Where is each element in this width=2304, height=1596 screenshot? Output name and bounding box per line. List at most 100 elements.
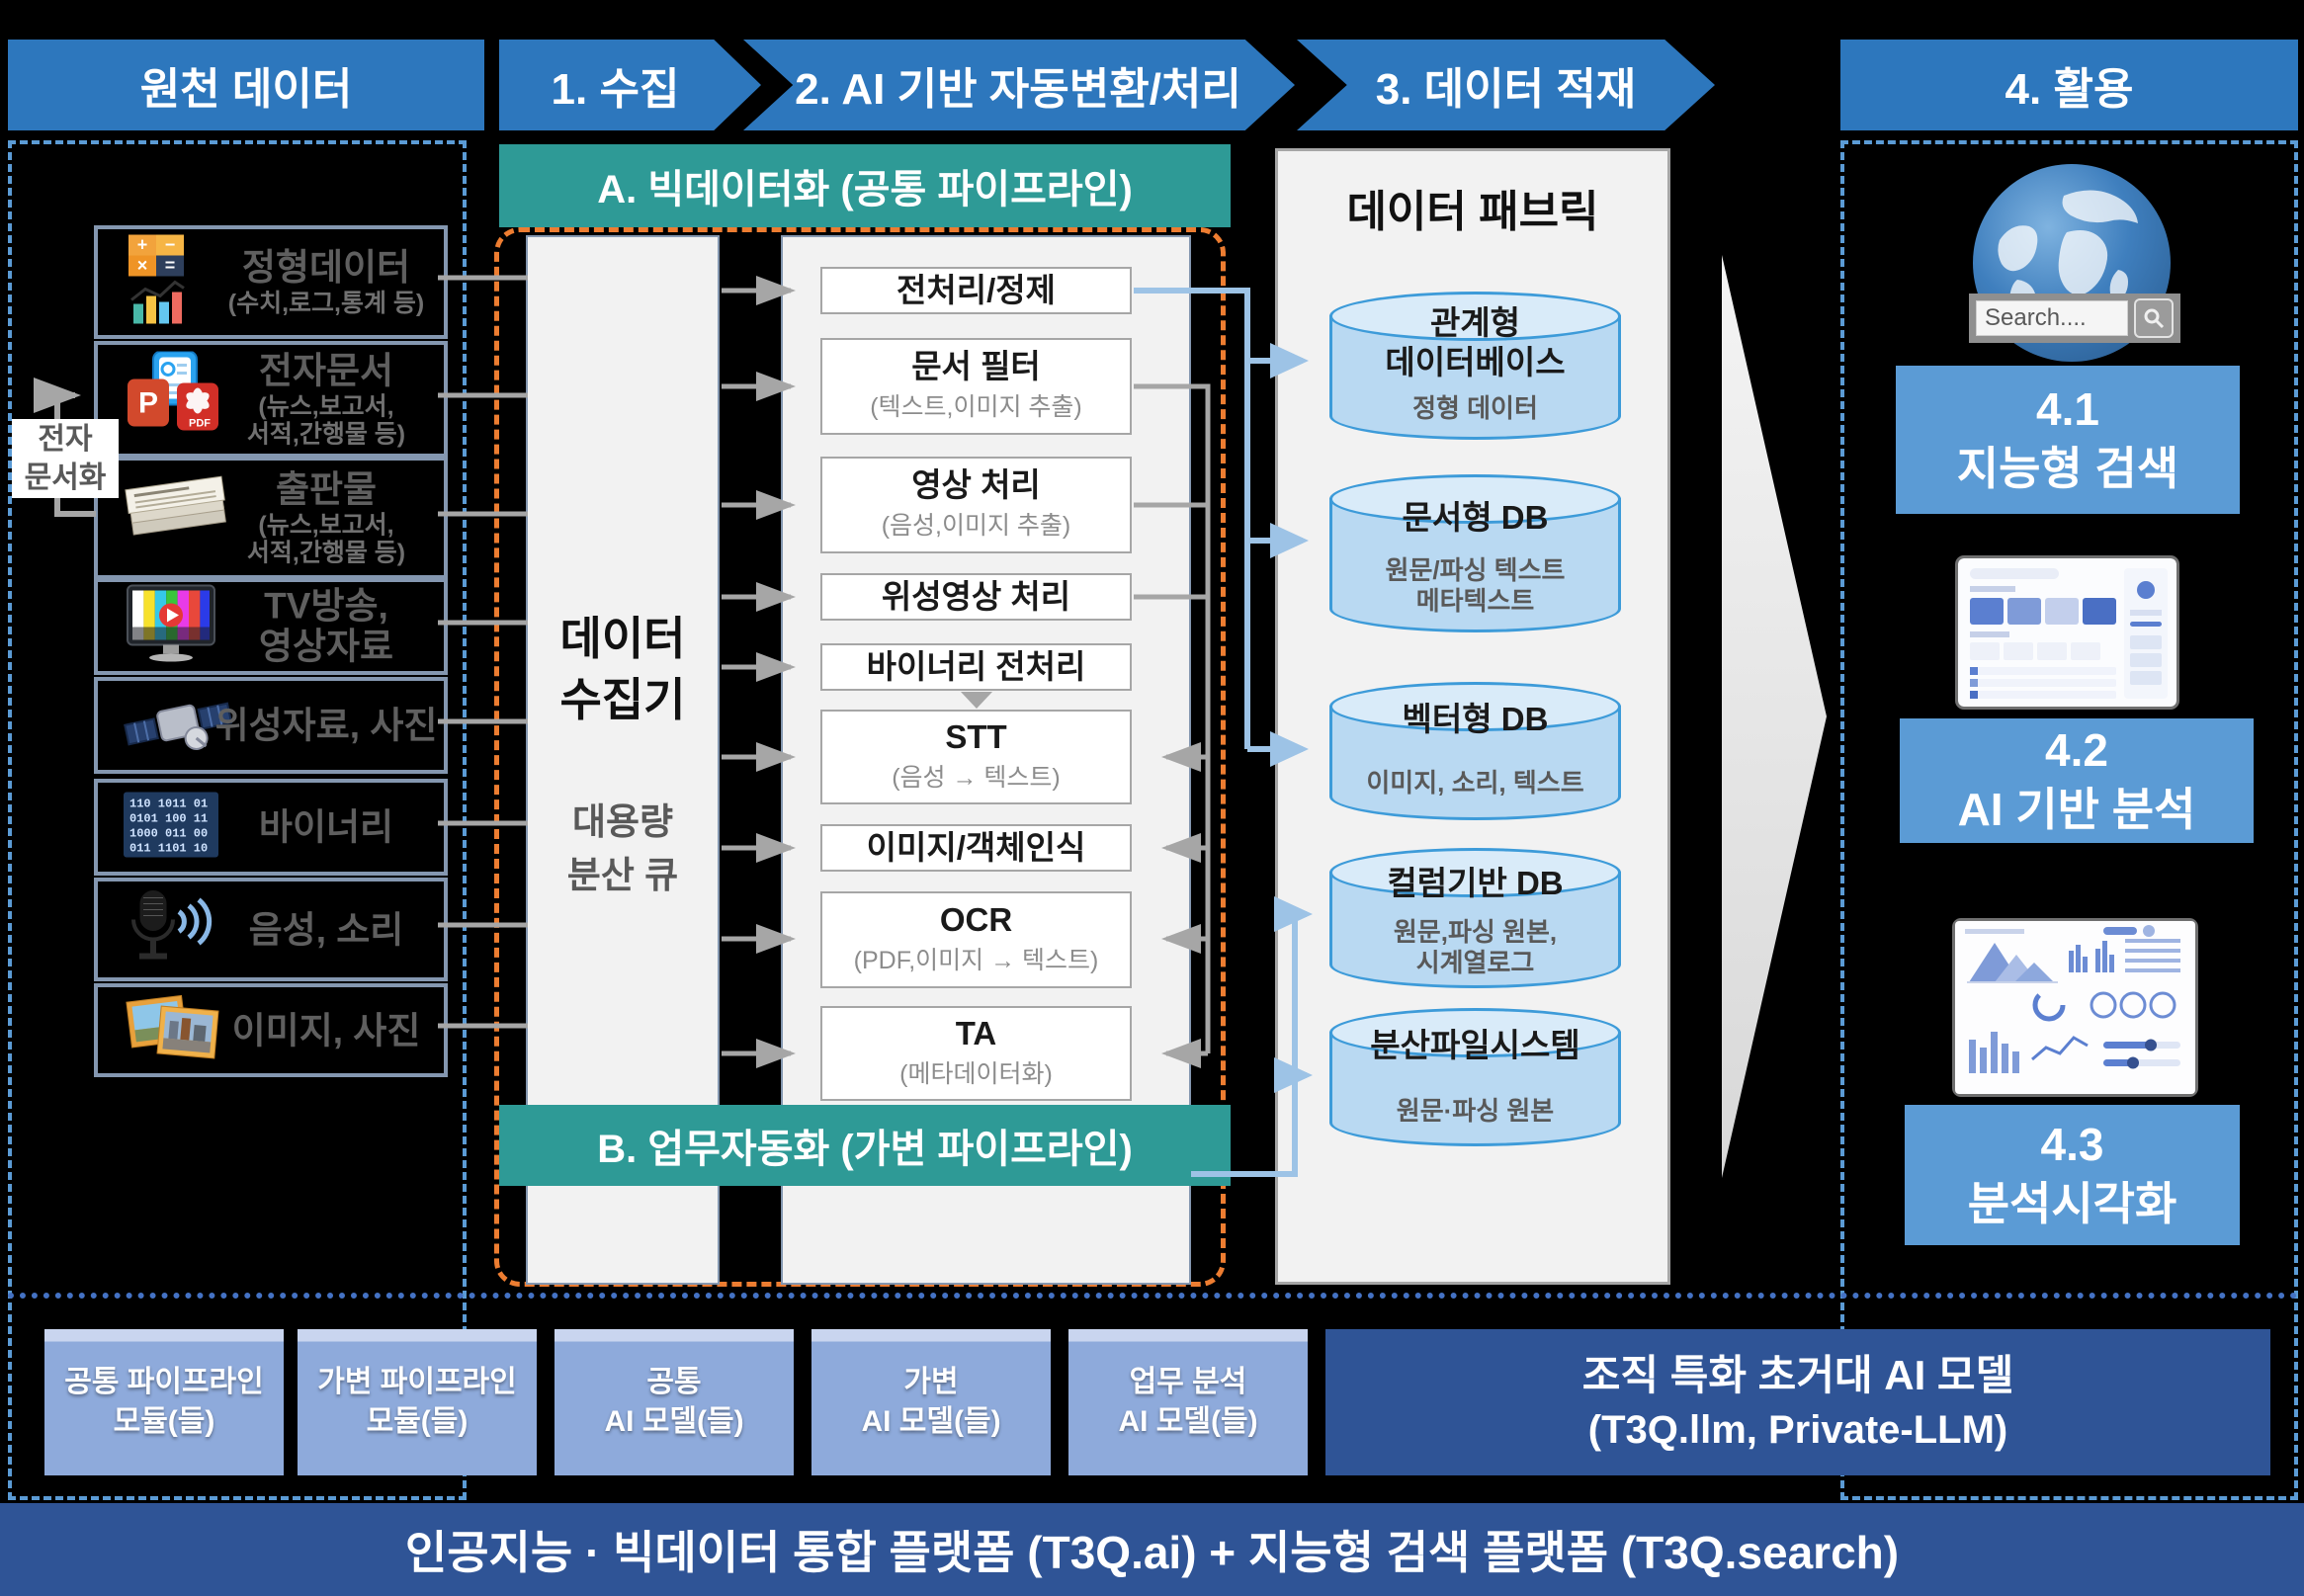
llm-model-box: 조직 특화 초거대 AI 모델 (T3Q.llm, Private-LLM) bbox=[1325, 1329, 2270, 1475]
svg-text:110 1011 01: 110 1011 01 bbox=[129, 798, 208, 811]
pipeline-step-ocr: OCR (PDF,이미지 → 텍스트) bbox=[820, 891, 1132, 988]
store-subtitle: 정형 데이터 bbox=[1412, 392, 1538, 423]
source-title: TV방송, 영상자료 bbox=[258, 585, 394, 667]
search-icon[interactable] bbox=[2134, 298, 2174, 338]
source-title: 바이너리 bbox=[258, 806, 394, 848]
cylinder-top bbox=[1329, 474, 1621, 524]
pipeline-step-subtitle: (텍스트,이미지 추출) bbox=[870, 392, 1082, 421]
source-box-satellite: 위성자료, 사진 bbox=[94, 677, 448, 774]
pipeline-step-stt: STT (음성 → 텍스트) bbox=[820, 710, 1132, 804]
search-input[interactable]: Search.... bbox=[1976, 300, 2128, 336]
svg-text:=: = bbox=[165, 255, 176, 275]
source-title: 음성, 소리 bbox=[248, 908, 404, 950]
source-box-text: 출판물 (뉴스,보고서, 서적,간행물 등) bbox=[214, 468, 438, 566]
file-manager-screenshot bbox=[1958, 558, 2176, 707]
source-box-structured-data: + − × = 정형데이터 (수치,로그,통계 등) bbox=[94, 225, 448, 339]
pipeline-step-title: 위성영상 처리 bbox=[881, 577, 1071, 615]
banner-a-label: A. 빅데이터화 (공통 파이프라인) bbox=[597, 168, 1133, 211]
usage-card-label: 지능형 검색 bbox=[1956, 443, 2179, 494]
pipeline-step-title: 영상 처리 bbox=[911, 466, 1041, 504]
store-title: 벡터형 DB bbox=[1402, 701, 1549, 737]
newspaper-icon bbox=[124, 473, 234, 563]
store-columnar-db: 컬럼기반 DB 원문,파싱 원본, 시계열로그 bbox=[1329, 848, 1621, 988]
source-title: 이미지, 사진 bbox=[231, 1009, 421, 1050]
pipeline-step-title: 이미지/객체인식 bbox=[866, 828, 1086, 866]
platform-bar: 인공지능 · 빅데이터 통합 플랫폼 (T3Q.ai) + 지능형 검색 플랫폼… bbox=[0, 1503, 2304, 1596]
source-box-text: 이미지, 사진 bbox=[214, 1010, 438, 1050]
header-source-data: 원천 데이터 bbox=[8, 40, 484, 130]
store-subtitle: 원문/파싱 텍스트 메타텍스트 bbox=[1385, 554, 1566, 616]
source-title: 출판물 bbox=[275, 468, 378, 510]
data-collector-title: 데이터 수집기 bbox=[559, 613, 686, 726]
pipeline-step-subtitle: (음성,이미지 추출) bbox=[881, 511, 1071, 540]
usage-card-visualization: 4.3 분석시각화 bbox=[1905, 1105, 2240, 1245]
photo-stack-icon bbox=[124, 990, 222, 1070]
cylinder-top bbox=[1329, 848, 1621, 897]
digitization-label: 전자 문서화 bbox=[12, 419, 119, 498]
usage-card-number: 4.1 bbox=[2036, 383, 2099, 436]
source-box-edocuments: P PDF 전자문서 (뉴스,보고서, 서적,간행물 등) bbox=[94, 341, 448, 458]
svg-text:PDF: PDF bbox=[189, 418, 211, 430]
module-variable-ai-models: 가변 AI 모델(들) bbox=[811, 1329, 1051, 1475]
pipeline-step-doc-filter: 문서 필터 (텍스트,이미지 추출) bbox=[820, 338, 1132, 435]
store-title: 분산파일시스템 bbox=[1370, 1027, 1580, 1063]
pipeline-step-binary: 바이너리 전처리 bbox=[820, 643, 1132, 691]
source-title: 전자문서 bbox=[258, 350, 394, 391]
platform-bar-label: 인공지능 · 빅데이터 통합 플랫폼 (T3Q.ai) + 지능형 검색 플랫폼… bbox=[404, 1527, 1900, 1578]
source-box-voice-sound: 음성, 소리 bbox=[94, 878, 448, 981]
svg-text:0101 100 11: 0101 100 11 bbox=[129, 812, 208, 826]
store-subtitle: 원문·파싱 원본 bbox=[1396, 1095, 1555, 1126]
pipeline-step-title: 문서 필터 bbox=[911, 348, 1041, 385]
store-relational-db: 관계형 데이터베이스 정형 데이터 bbox=[1329, 292, 1621, 440]
module-common-ai-models: 공통 AI 모델(들) bbox=[555, 1329, 794, 1475]
usage-card-analysis: 4.2 AI 기반 분석 bbox=[1900, 718, 2254, 843]
banner-automation-pipeline: B. 업무자동화 (가변 파이프라인) bbox=[499, 1105, 1231, 1186]
svg-text:011 1101 10: 011 1101 10 bbox=[129, 842, 208, 856]
module-business-ai-models: 업무 분석 AI 모델(들) bbox=[1068, 1329, 1308, 1475]
pipeline-step-subtitle: (음성 → 텍스트) bbox=[892, 763, 1061, 792]
svg-text:1000 011 00: 1000 011 00 bbox=[129, 827, 208, 841]
binary-icon: 110 1011 01 0101 100 11 1000 011 00 011 … bbox=[124, 792, 218, 863]
store-title: 문서형 DB bbox=[1402, 499, 1549, 536]
llm-box-title: 조직 특화 초거대 AI 모델 bbox=[1581, 1351, 2014, 1398]
search-bar: Search.... bbox=[1969, 294, 2180, 343]
source-title: 정형데이터 bbox=[241, 246, 411, 288]
source-box-text: 정형데이터 (수치,로그,통계 등) bbox=[214, 247, 438, 318]
platform-separator-line bbox=[8, 1293, 2298, 1299]
svg-text:−: − bbox=[165, 234, 176, 254]
pipeline-step-video: 영상 처리 (음성,이미지 추출) bbox=[820, 457, 1132, 553]
pipeline-step-object-recognition: 이미지/객체인식 bbox=[820, 824, 1132, 872]
header-step-collect: 1. 수집 bbox=[499, 40, 761, 130]
usage-card-label: AI 기반 분석 bbox=[1957, 784, 2196, 835]
pipeline-step-subtitle: (메타데이터화) bbox=[899, 1059, 1053, 1088]
source-box-text: 바이너리 bbox=[214, 806, 438, 847]
source-box-publications: 출판물 (뉴스,보고서, 서적,간행물 등) bbox=[94, 457, 448, 579]
header-step1-label: 1. 수집 bbox=[551, 65, 680, 114]
svg-text:×: × bbox=[137, 255, 148, 275]
pipeline-step-ta: TA (메타데이터화) bbox=[820, 1006, 1132, 1101]
calculator-chart-icon: + − × = bbox=[124, 234, 189, 330]
satellite-icon bbox=[124, 685, 233, 767]
pipeline-step-subtitle: (PDF,이미지 → 텍스트) bbox=[853, 946, 1099, 974]
module-common-pipeline: 공통 파이프라인 모듈(들) bbox=[44, 1329, 284, 1475]
llm-box-subtitle: (T3Q.llm, Private-LLM) bbox=[1587, 1408, 2008, 1453]
source-title: 위성자료, 사진 bbox=[214, 705, 438, 746]
usage-column-frame bbox=[1840, 140, 2298, 1500]
source-box-tv-video: TV방송, 영상자료 bbox=[94, 578, 448, 675]
header-step2-label: 2. AI 기반 자동변환/처리 bbox=[795, 65, 1241, 114]
banner-b-label: B. 업무자동화 (가변 파이프라인) bbox=[597, 1128, 1133, 1171]
cylinder-top bbox=[1329, 1008, 1621, 1057]
pipeline-step-title: 바이너리 전처리 bbox=[866, 647, 1086, 685]
source-subtitle: (수치,로그,통계 등) bbox=[227, 289, 425, 317]
banner-bigdata-pipeline: A. 빅데이터화 (공통 파이프라인) bbox=[499, 144, 1231, 227]
pipeline-step-satellite: 위성영상 처리 bbox=[820, 573, 1132, 621]
header-step4-label: 4. 활용 bbox=[2005, 65, 2134, 114]
cylinder-top bbox=[1329, 292, 1621, 341]
source-column-frame bbox=[8, 140, 467, 1500]
usage-card-label: 분석시각화 bbox=[1967, 1178, 2177, 1229]
header-step3-label: 3. 데이터 적재 bbox=[1375, 65, 1637, 114]
module-variable-pipeline: 가변 파이프라인 모듈(들) bbox=[298, 1329, 537, 1475]
header-step-process: 2. AI 기반 자동변환/처리 bbox=[743, 40, 1295, 130]
source-box-text: TV방송, 영상자료 bbox=[214, 586, 438, 668]
